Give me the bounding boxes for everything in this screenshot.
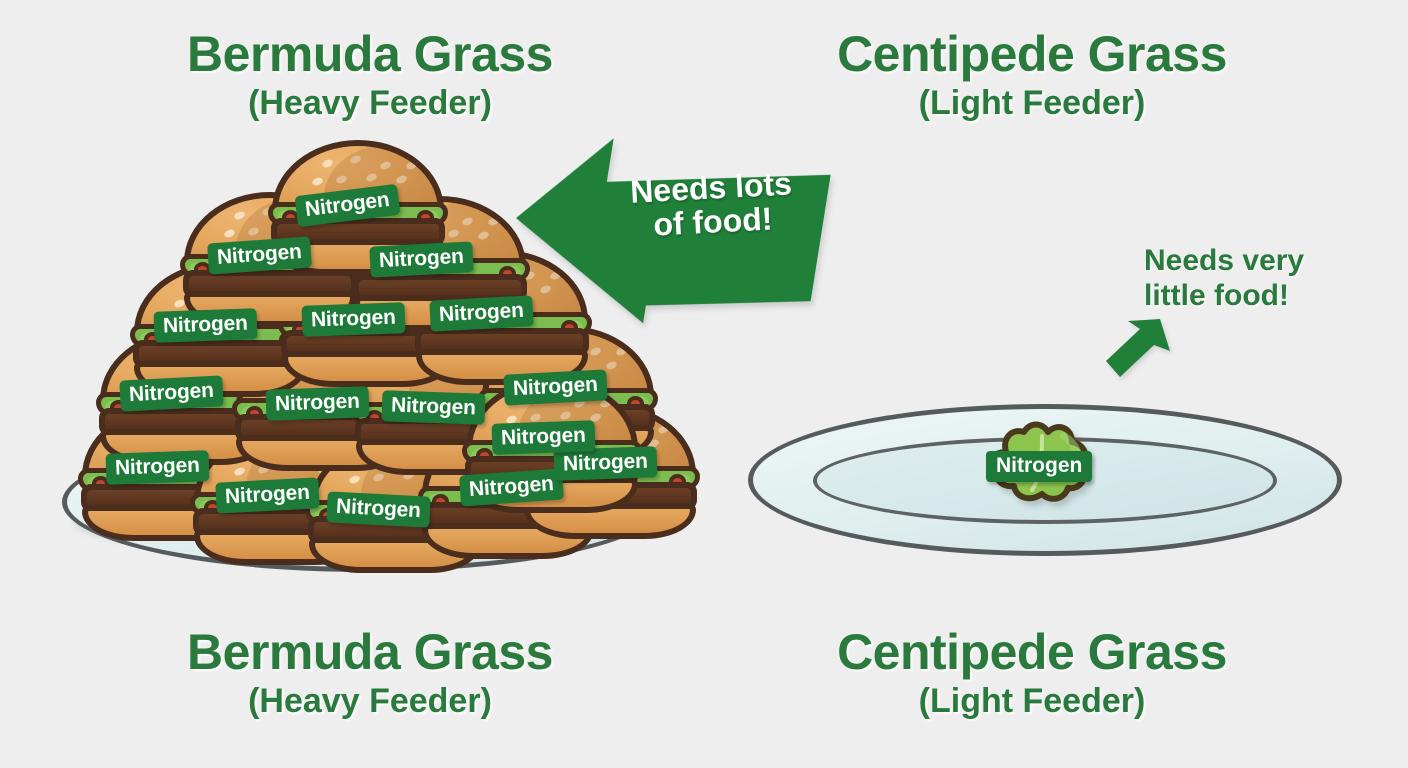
right-title-main: Centipede Grass [837, 26, 1227, 82]
burger-nitrogen-badge: Nitrogen [265, 386, 370, 421]
sesame-seed [247, 226, 260, 237]
right-footer-sub: (Light Feeder) [918, 682, 1146, 720]
down-left-arrow-icon [1106, 319, 1170, 377]
burger-nitrogen-badge: Nitrogen [301, 302, 406, 337]
needs-little-text: Needs very little food! [1144, 243, 1384, 314]
sesame-seed [321, 158, 334, 169]
sesame-seed [539, 284, 552, 295]
burger-nitrogen-badge: Nitrogen [491, 420, 596, 455]
sesame-seed [349, 154, 362, 165]
burger-nitrogen-badge: Nitrogen [381, 390, 486, 425]
sesame-seed [311, 176, 324, 187]
right-title: Centipede Grass (Light Feeder) [762, 26, 1302, 122]
burger-nitrogen-badge: Nitrogen [105, 450, 210, 485]
sesame-seed [559, 410, 572, 421]
sesame-seed [379, 160, 392, 171]
sesame-seed [223, 228, 236, 239]
sesame-seed [233, 210, 246, 221]
right-title-sub: (Light Feeder) [918, 84, 1146, 122]
leaf-nitrogen-badge: Nitrogen [986, 451, 1093, 482]
needs-lots-arrow: Needs lots of food! [494, 106, 841, 354]
sesame-seed [487, 216, 500, 227]
burger-nitrogen-badge: Nitrogen [153, 308, 258, 343]
sesame-seed [372, 472, 385, 483]
needs-little-line1: Needs very [1144, 244, 1305, 277]
left-footer-main: Bermuda Grass [187, 624, 553, 680]
burger-nitrogen-badge: Nitrogen [326, 491, 431, 528]
burger-nitrogen-badge: Nitrogen [215, 477, 320, 514]
needs-little-arrow [1098, 307, 1178, 387]
left-title-sub: (Heavy Feeder) [248, 84, 492, 122]
sesame-seed [447, 228, 460, 239]
left-title: Bermuda Grass (Heavy Feeder) [100, 26, 640, 122]
left-arrow-icon [515, 138, 831, 324]
left-footer-title: Bermuda Grass (Heavy Feeder) [100, 624, 640, 720]
burger-nitrogen-badge: Nitrogen [369, 241, 474, 278]
sesame-seed [605, 360, 618, 371]
burger-nitrogen-badge: Nitrogen [429, 295, 534, 332]
sesame-seed [365, 172, 378, 183]
sesame-seed [615, 346, 628, 357]
lettuce-leaf: Nitrogen [972, 418, 1112, 508]
left-title-main: Bermuda Grass [187, 26, 553, 82]
burger-nitrogen-badge: Nitrogen [119, 375, 224, 412]
sesame-seed [549, 270, 562, 281]
needs-little-line2: little food! [1144, 279, 1289, 313]
burger-nitrogen-badge: Nitrogen [503, 369, 608, 406]
right-footer-title: Centipede Grass (Light Feeder) [762, 624, 1302, 720]
sesame-seed [335, 174, 348, 185]
sesame-seed [395, 174, 408, 185]
sesame-seed [348, 474, 361, 485]
sesame-seed [405, 160, 418, 171]
left-footer-sub: (Heavy Feeder) [248, 682, 492, 720]
sesame-seed [657, 424, 670, 435]
right-footer-main: Centipede Grass [837, 624, 1227, 680]
sesame-seed [477, 230, 490, 241]
sesame-seed [233, 466, 246, 477]
sesame-seed [461, 216, 474, 227]
